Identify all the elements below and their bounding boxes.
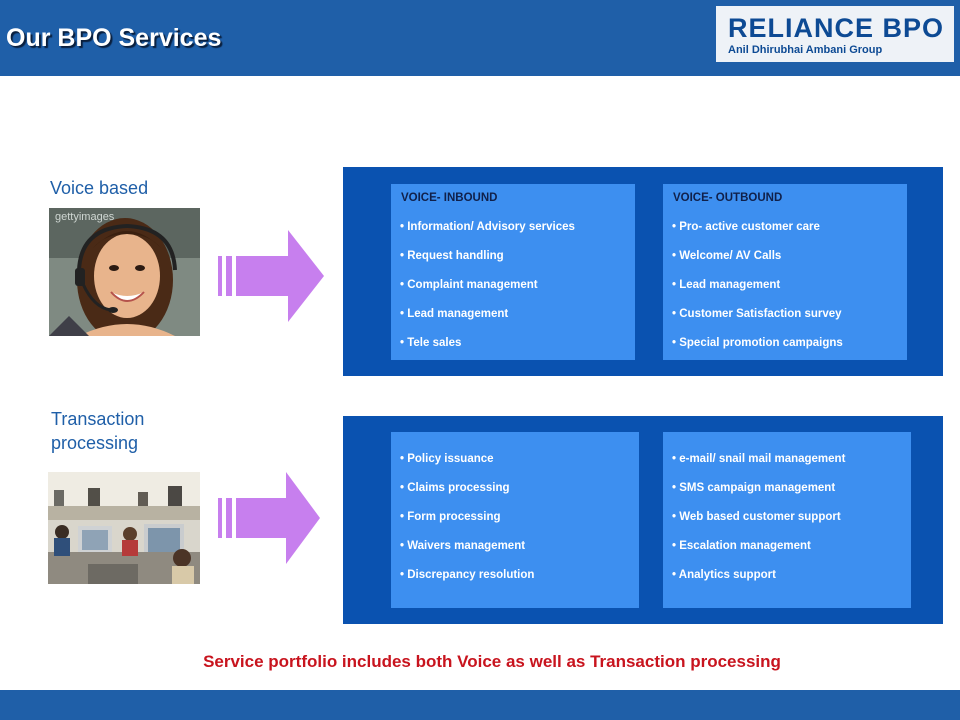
list-item: Analytics support xyxy=(672,568,845,597)
list-item: Discrepancy resolution xyxy=(400,568,534,597)
logo-name: RELIANCE BPO xyxy=(728,13,945,43)
voice-based-label: Voice based xyxy=(50,178,149,198)
arrow-right-icon xyxy=(218,230,324,322)
list-item: Tele sales xyxy=(400,336,575,365)
service-portfolio-note: Service portfolio includes both Voice as… xyxy=(203,652,781,671)
logo-subtitle: Anil Dhirubhai Ambani Group xyxy=(728,44,883,56)
list-item: Special promotion campaigns xyxy=(672,336,843,365)
call-center-agent-photo: gettyimages xyxy=(49,208,200,336)
header-bar: Our BPO Services RELIANCE BPO Anil Dhiru… xyxy=(0,0,960,76)
page-title: Our BPO Services xyxy=(6,24,222,52)
list-item: Web based customer support xyxy=(672,510,845,539)
voice-inbound-heading: VOICE- INBOUND xyxy=(401,192,498,204)
list-item: Lead management xyxy=(672,278,843,307)
list-item: Customer Satisfaction survey xyxy=(672,307,843,336)
list-item: SMS campaign management xyxy=(672,481,845,510)
reliance-logo: RELIANCE BPO Anil Dhirubhai Ambani Group xyxy=(716,6,954,62)
list-item: Complaint management xyxy=(400,278,575,307)
list-item: Request handling xyxy=(400,249,575,278)
footer-bar xyxy=(0,690,960,720)
list-item: Welcome/ AV Calls xyxy=(672,249,843,278)
transaction-label-line-1: Transaction xyxy=(51,409,145,429)
transaction-left-box: Policy issuance Claims processing Form p… xyxy=(391,432,639,608)
transaction-left-list: Policy issuance Claims processing Form p… xyxy=(400,452,534,597)
list-item: Information/ Advisory services xyxy=(400,220,575,249)
list-item: Escalation management xyxy=(672,539,845,568)
arrow-right-icon xyxy=(218,472,320,564)
list-item: Policy issuance xyxy=(400,452,534,481)
voice-inbound-box: VOICE- INBOUND Information/ Advisory ser… xyxy=(391,184,635,360)
transaction-label-line-2: processing xyxy=(51,433,139,453)
voice-outbound-box: VOICE- OUTBOUND Pro- active customer car… xyxy=(663,184,907,360)
voice-outbound-list: Pro- active customer care Welcome/ AV Ca… xyxy=(672,220,843,365)
office-workspace-photo xyxy=(48,472,200,584)
list-item: Waivers management xyxy=(400,539,534,568)
list-item: e-mail/ snail mail management xyxy=(672,452,845,481)
voice-outbound-heading: VOICE- OUTBOUND xyxy=(673,192,783,204)
list-item: Pro- active customer care xyxy=(672,220,843,249)
voice-services-panel: VOICE- INBOUND Information/ Advisory ser… xyxy=(343,167,943,376)
photo-watermark: gettyimages xyxy=(55,211,115,223)
list-item: Lead management xyxy=(400,307,575,336)
transaction-right-box: e-mail/ snail mail management SMS campai… xyxy=(663,432,911,608)
transaction-services-panel: Policy issuance Claims processing Form p… xyxy=(343,416,943,624)
list-item: Claims processing xyxy=(400,481,534,510)
transaction-right-list: e-mail/ snail mail management SMS campai… xyxy=(672,452,846,597)
voice-inbound-list: Information/ Advisory services Request h… xyxy=(400,220,575,365)
list-item: Form processing xyxy=(400,510,534,539)
transaction-processing-label: Transaction processing xyxy=(51,407,144,455)
